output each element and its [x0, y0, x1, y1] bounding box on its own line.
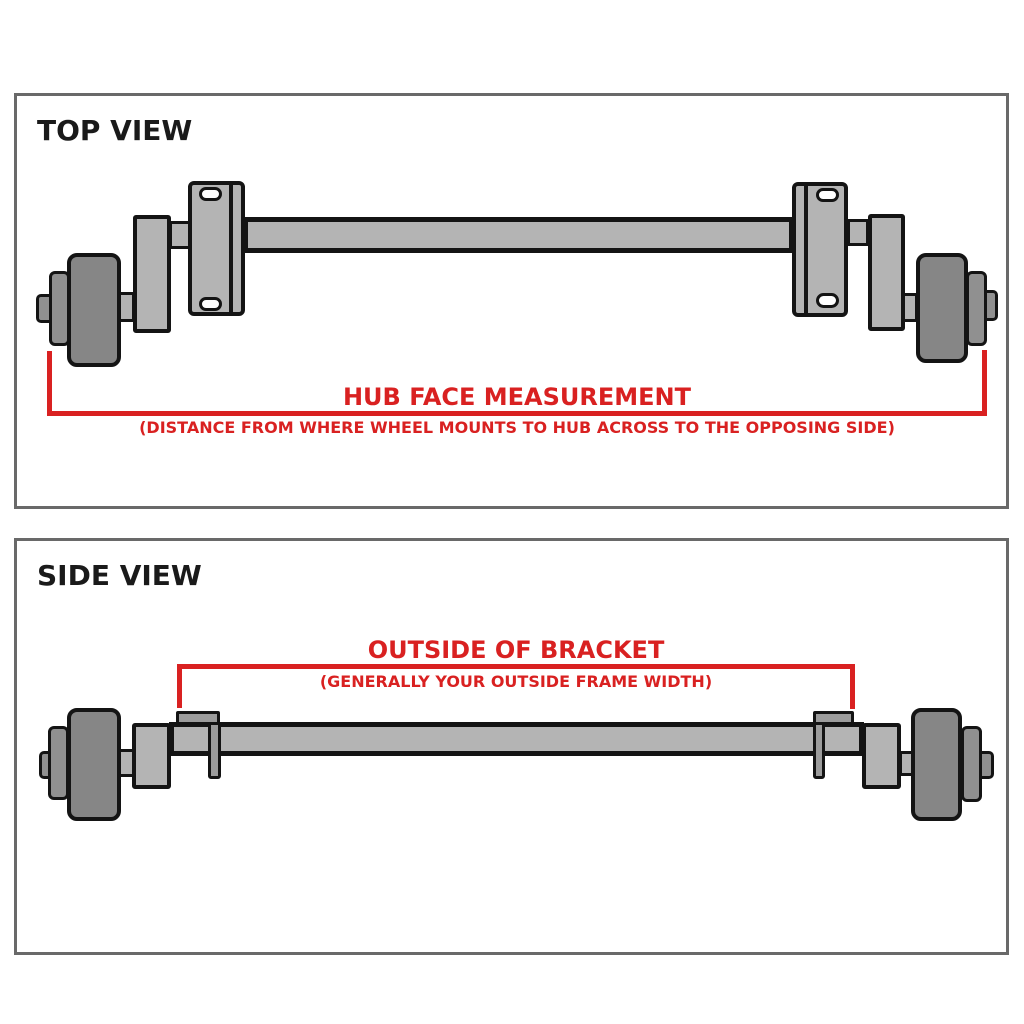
bracket-leg-left-side [208, 722, 221, 779]
bracket-measure-line [177, 664, 855, 669]
hub-cap-right-side [961, 726, 982, 802]
axle-tube-top-view [243, 217, 794, 253]
hub-face-measure-tick-left [47, 351, 52, 414]
brake-flange-right-side [862, 723, 901, 789]
brake-flange-right [868, 214, 905, 331]
bolt-slot-left-top [199, 187, 222, 201]
bracket-measure-tick-left [177, 664, 182, 708]
top-view-panel: TOP VIEW HUB FACE MEASUREMENT (DISTA [14, 93, 1009, 509]
bracket-top-left-side [176, 711, 220, 725]
hub-face-measurement-label: HUB FACE MEASUREMENT [342, 383, 692, 411]
spindle-stub-right [847, 219, 869, 246]
bracket-top-right-side [813, 711, 854, 725]
hub-right-side [911, 708, 962, 821]
mounting-bracket-left [188, 181, 245, 316]
bracket-fold-line-left [229, 185, 233, 312]
brake-flange-left [133, 215, 171, 333]
hub-face-measure-tick-right [982, 350, 987, 414]
mounting-bracket-right [792, 182, 848, 317]
bracket-leg-right-side [813, 722, 825, 779]
side-view-title: SIDE VIEW [37, 559, 202, 592]
hub-cap-right [966, 271, 987, 346]
bolt-slot-right-bottom [816, 293, 839, 308]
side-view-panel: SIDE VIEW OUTSIDE OF BRACKET (GENERALLY … [14, 538, 1009, 955]
brake-flange-left-side [132, 723, 171, 789]
hub-cap-left-side [48, 726, 69, 800]
hub-face-measure-line [47, 411, 987, 416]
top-view-title: TOP VIEW [37, 114, 193, 147]
outside-of-bracket-label: OUTSIDE OF BRACKET [367, 636, 665, 664]
outside-of-bracket-sublabel: (GENERALLY YOUR OUTSIDE FRAME WIDTH) [319, 672, 713, 691]
bolt-slot-right-top [816, 188, 839, 202]
hub-face-measurement-sublabel: (DISTANCE FROM WHERE WHEEL MOUNTS TO HUB… [139, 418, 895, 437]
hub-left-side [67, 708, 121, 821]
axle-tube-side-view [169, 722, 864, 756]
hub-left [67, 253, 121, 367]
hub-cap-left [49, 271, 70, 346]
bolt-slot-left-bottom [199, 297, 222, 311]
hub-right [916, 253, 968, 363]
bracket-fold-line-right [804, 186, 808, 313]
bracket-measure-tick-right [850, 664, 855, 709]
